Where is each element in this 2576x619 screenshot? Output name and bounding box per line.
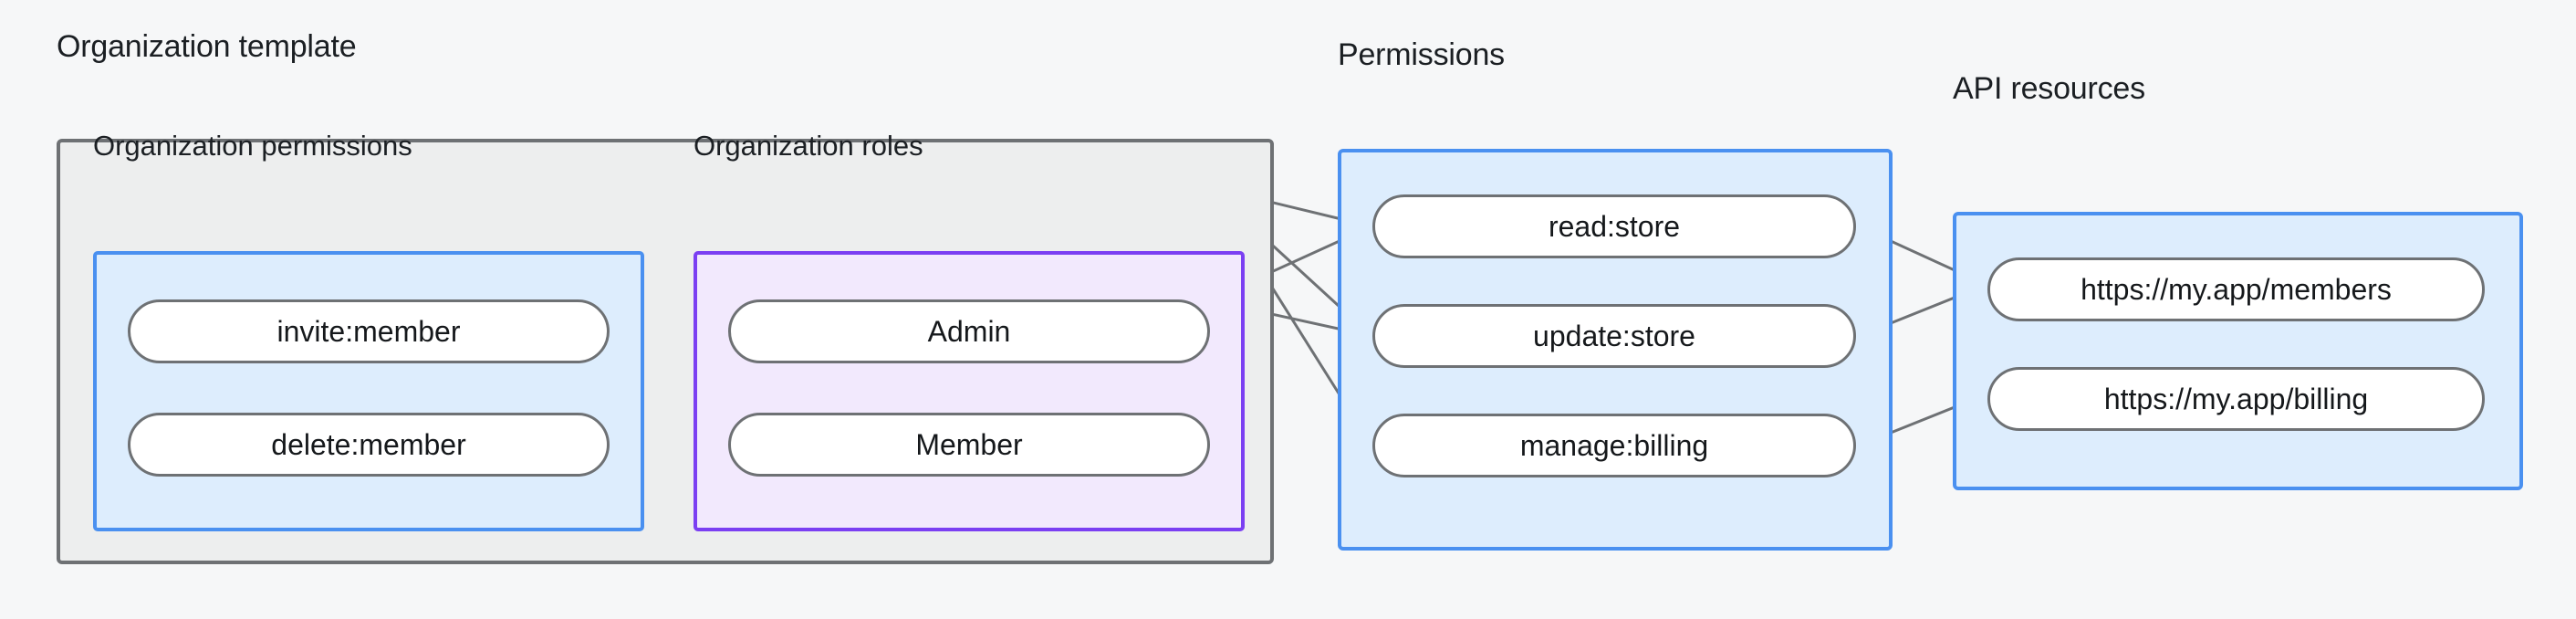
node-api-resource-members[interactable]: https://my.app/members <box>1987 257 2485 321</box>
node-manage-billing[interactable]: manage:billing <box>1372 414 1856 477</box>
group-title-organization-template: Organization template <box>57 29 357 64</box>
organization-roles-group: Admin Member <box>694 251 1245 531</box>
node-api-resource-billing[interactable]: https://my.app/billing <box>1987 367 2485 431</box>
group-title-api-resources: API resources <box>1953 71 2145 106</box>
node-role-member[interactable]: Member <box>728 413 1210 477</box>
node-read-store[interactable]: read:store <box>1372 194 1856 258</box>
node-invite-member[interactable]: invite:member <box>128 299 610 363</box>
section-title-organization-roles: Organization roles <box>694 130 923 162</box>
section-title-organization-permissions: Organization permissions <box>93 130 412 162</box>
organization-permissions-group: invite:member delete:member <box>93 251 644 531</box>
api-resources-group: https://my.app/members https://my.app/bi… <box>1953 212 2523 490</box>
node-role-admin[interactable]: Admin <box>728 299 1210 363</box>
node-update-store[interactable]: update:store <box>1372 304 1856 368</box>
organization-template-container: Organization permissions Organization ro… <box>57 130 1274 564</box>
group-title-permissions: Permissions <box>1338 37 1505 72</box>
node-delete-member[interactable]: delete:member <box>128 413 610 477</box>
permissions-group: read:store update:store manage:billing <box>1338 149 1893 551</box>
